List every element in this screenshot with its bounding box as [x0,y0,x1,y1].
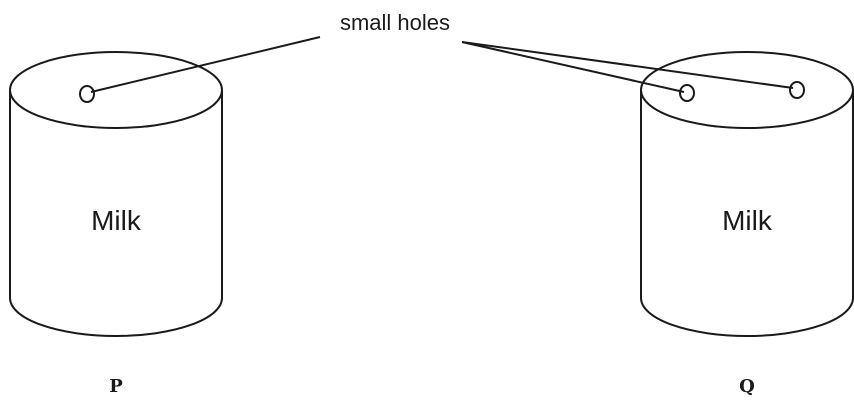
can-p-id-label: P [109,376,123,397]
leader-line-q-hole-left [462,42,684,92]
can-p: Milk P [10,52,222,397]
can-p-content-label: Milk [91,205,142,236]
can-p-lid [10,52,222,128]
can-q: Milk Q [641,52,853,397]
can-q-id-label: Q [739,376,755,397]
annotation-label: small holes [340,10,450,35]
can-q-content-label: Milk [722,205,773,236]
